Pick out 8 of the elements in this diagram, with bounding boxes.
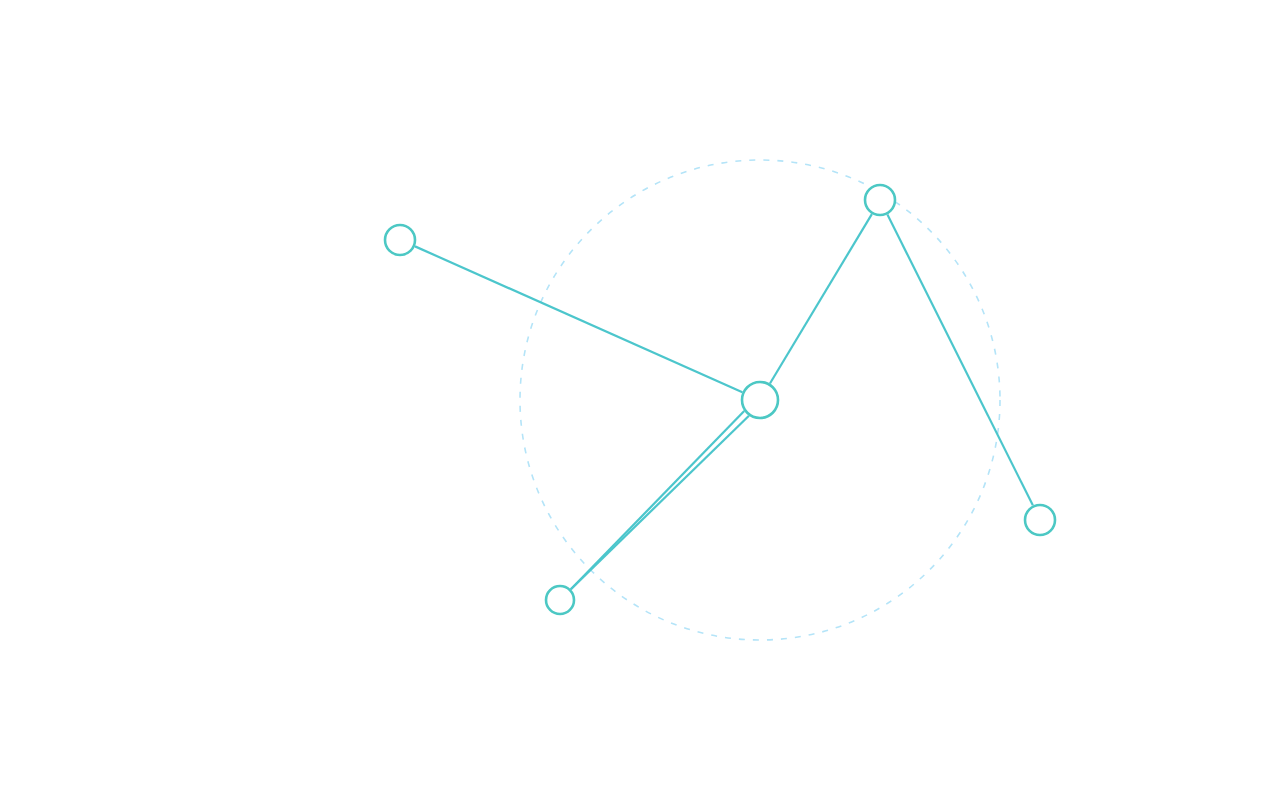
node-circle bbox=[863, 183, 897, 217]
node-circle bbox=[383, 223, 417, 257]
connector-line bbox=[769, 213, 873, 385]
connector-line bbox=[414, 245, 743, 394]
connector-line bbox=[886, 214, 1034, 506]
node-circle bbox=[740, 380, 780, 420]
node-circle bbox=[544, 584, 576, 616]
node-circle bbox=[1023, 503, 1057, 537]
